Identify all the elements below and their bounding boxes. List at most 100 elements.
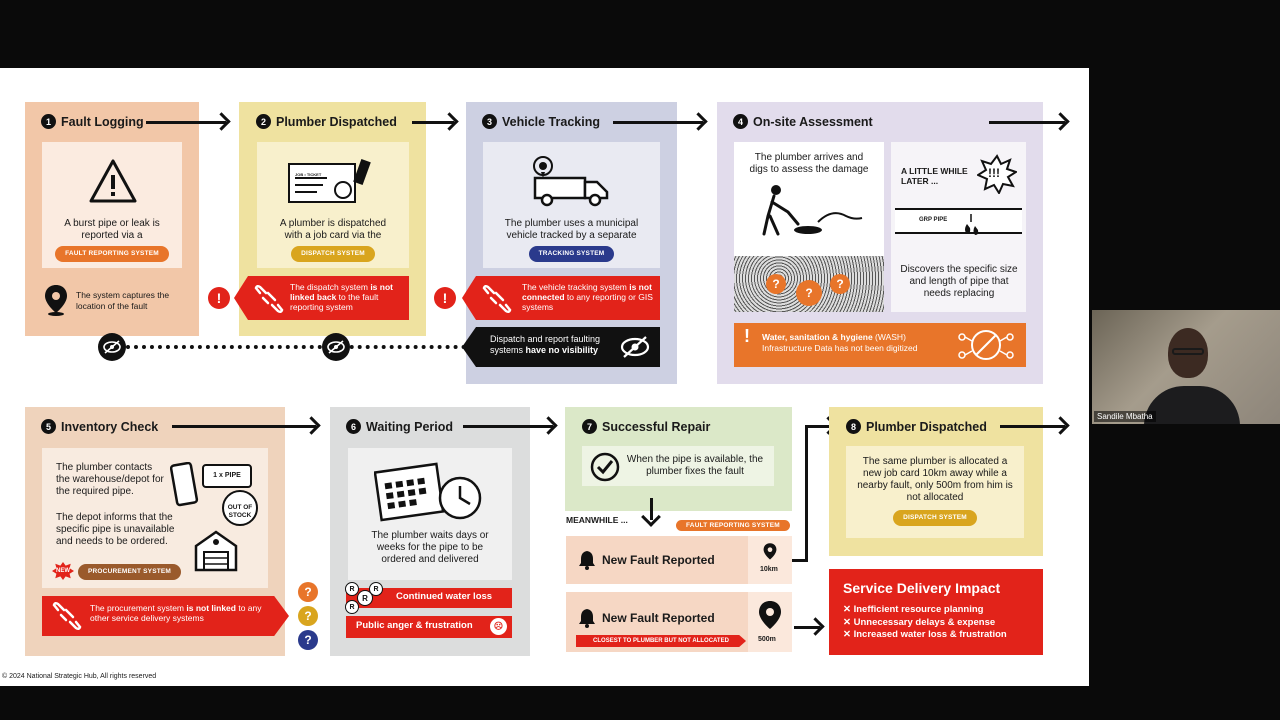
new-fault-label: New Fault Reported <box>602 611 715 625</box>
eye-off-icon <box>98 333 126 361</box>
job-card-icon <box>288 159 371 203</box>
step-number: 3 <box>482 114 497 129</box>
step-3-text: The plumber uses a municipal vehicle tra… <box>504 218 639 241</box>
step-title-text: On-site Assessment <box>753 114 873 129</box>
step-7-card: When the pipe is available, the plumber … <box>582 446 774 486</box>
step-5-text-2: The depot informs that the specific pipe… <box>56 512 175 547</box>
visibility-link <box>126 345 466 349</box>
alert-icon: ! <box>208 287 230 309</box>
impact-item-text: Increased water loss & frustration <box>853 629 1007 640</box>
step-8-card: The same plumber is allocated a new job … <box>846 446 1024 538</box>
wash-banner: ! Water, sanitation & hygiene (WASH) Inf… <box>734 323 1026 367</box>
warning-text: to any reporting or GIS systems <box>522 292 653 312</box>
step-2-text: A plumber is dispatched with a job card … <box>279 218 387 241</box>
arrow-icon <box>146 121 226 124</box>
step-4-left-text: The plumber arrives and digs to assess t… <box>749 152 869 175</box>
step-4-left-card: The plumber arrives and digs to assess t… <box>734 142 884 312</box>
water-loss-banner: Continued water loss <box>346 588 512 608</box>
participant-name: Sandile Mbatha <box>1094 411 1156 422</box>
anger-text: Public anger & frustration <box>356 620 473 631</box>
dispatch-pill: DISPATCH SYSTEM <box>291 246 375 262</box>
step-6-text: The plumber waits days or weeks for the … <box>371 530 489 565</box>
r-icon: R <box>345 600 359 614</box>
connector-line <box>792 559 806 562</box>
warehouse-icon <box>194 530 238 572</box>
broken-link-icon <box>52 601 82 631</box>
step-1-text: A burst pipe or leak is reported via a <box>64 218 160 241</box>
burst-icon <box>977 154 1017 194</box>
step-title-text: Plumber Dispatched <box>276 114 397 129</box>
step-1-title: 1 Fault Logging <box>41 114 144 129</box>
arrow-icon <box>794 626 820 629</box>
step-1-card: A burst pipe or leak is reported via a F… <box>42 142 182 268</box>
step-8-title: 8 Plumber Dispatched <box>846 419 987 434</box>
impact-item: ✕ Increased water loss & frustration <box>843 629 1007 640</box>
step-7-title: 7 Successful Repair <box>582 419 710 434</box>
digging-plumber-icon <box>762 185 863 236</box>
job-card-label: JOB • TICKET <box>295 172 322 177</box>
step-number: 2 <box>256 114 271 129</box>
participant-video-tile[interactable]: Sandile Mbatha <box>1092 310 1280 424</box>
warning-text: The vehicle tracking system <box>522 282 630 292</box>
r-badges: R R R R <box>343 580 383 616</box>
participant-glasses <box>1172 348 1204 355</box>
out-of-stock-badge: OUT OF STOCK <box>222 490 258 526</box>
pipe-bubble: 1 x PIPE <box>202 464 252 488</box>
van-icon <box>533 156 609 207</box>
later-label: A LITTLE WHILE LATER ... <box>901 166 968 186</box>
step-4-title: 4 On-site Assessment <box>733 114 873 129</box>
slide: 1 Fault Logging A burst pipe or leak is … <box>0 68 1089 686</box>
location-pin-icon <box>45 285 67 316</box>
step-title-text: Vehicle Tracking <box>502 114 600 129</box>
step-6-title: 6 Waiting Period <box>346 419 453 434</box>
distance-label: 10km <box>760 566 778 573</box>
down-arrow-icon <box>650 498 653 520</box>
step-number: 4 <box>733 114 748 129</box>
step-5-text-1: The plumber contacts the warehouse/depot… <box>56 462 164 497</box>
no-data-icon <box>958 330 1014 360</box>
pipe-label: GRP PIPE <box>919 217 948 223</box>
warning-text: The procurement system <box>90 603 187 613</box>
arrow-icon <box>412 121 454 124</box>
bell-icon <box>579 609 595 628</box>
impact-panel: Service Delivery Impact ✕ Inefficient re… <box>829 569 1043 655</box>
step-2-card: JOB • TICKET A plumber is dispatched wit… <box>257 142 409 268</box>
step-title-text: Fault Logging <box>61 114 144 129</box>
bell-icon <box>579 551 595 570</box>
r-icon: R <box>345 582 359 596</box>
question-icon: ? <box>298 630 318 650</box>
phone-icon <box>170 462 199 507</box>
alert-icon: ! <box>434 287 456 309</box>
location-pin-icon <box>763 543 777 560</box>
arrow-icon <box>463 425 553 428</box>
grp-pipe <box>895 208 1022 234</box>
impact-item: ✕ Inefficient resource planning <box>843 604 984 615</box>
procurement-pill: PROCUREMENT SYSTEM <box>78 564 182 580</box>
new-fault-card-1: New Fault Reported 10km <box>566 536 792 584</box>
check-circle-icon <box>590 452 620 482</box>
r-icon: R <box>369 582 383 596</box>
closest-banner: CLOSEST TO PLUMBER BUT NOT ALLOCATED <box>576 635 746 647</box>
footer-copyright: © 2024 National Strategic Hub, All right… <box>2 673 157 680</box>
step-4-right-text: Discovers the specific size and length o… <box>900 264 1018 299</box>
question-icon: ? <box>766 274 786 294</box>
step-5-card: The plumber contacts the warehouse/depot… <box>42 448 268 588</box>
warning-bold: is not linked back <box>290 282 393 302</box>
step-number: 6 <box>346 419 361 434</box>
step-5-warning: The procurement system is not linked to … <box>42 596 289 636</box>
visibility-banner: Dispatch and report faulting systems hav… <box>462 327 660 367</box>
calendar-clock-icon <box>374 462 482 522</box>
visibility-text: Dispatch and report faulting systems <box>490 334 601 355</box>
arrow-icon <box>1000 425 1065 428</box>
step-number: 5 <box>41 419 56 434</box>
fault-reporting-pill: FAULT REPORTING SYSTEM <box>676 520 790 531</box>
warning-text: The dispatch system <box>290 282 371 292</box>
visibility-bold: have no visibility <box>525 345 599 355</box>
arrow-icon <box>172 425 316 428</box>
step-number: 8 <box>846 419 861 434</box>
step-2-warning: The dispatch system is not linked back t… <box>234 276 409 320</box>
dispatch-pill: DISPATCH SYSTEM <box>893 510 977 526</box>
warning-text: to the fault reporting system <box>290 292 379 312</box>
water-drop-icon <box>965 214 979 235</box>
tracking-pill: TRACKING SYSTEM <box>528 246 615 262</box>
